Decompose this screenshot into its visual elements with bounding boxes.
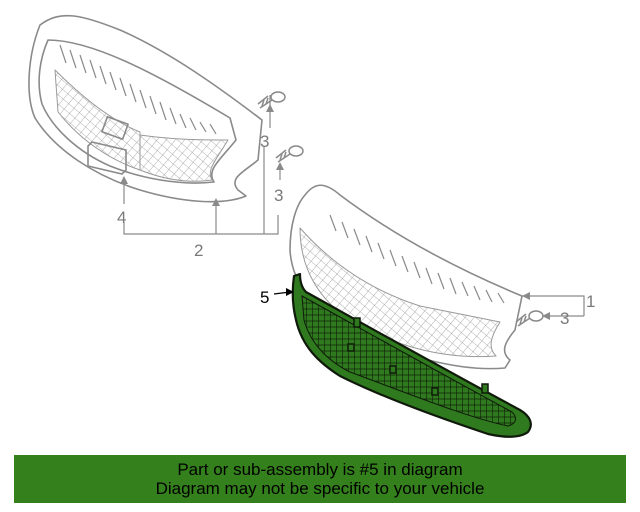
- main-grille-mesh: [299, 227, 501, 358]
- lower-grille-tabs: [347, 317, 489, 396]
- callout-part-3-lower: 3: [560, 309, 569, 328]
- main-grille-outline: [289, 184, 523, 370]
- parts-diagram: 1 2 3 3 3 4 5: [28, 14, 595, 438]
- screw-upper-b: [275, 145, 304, 163]
- screw-lower: [515, 310, 544, 327]
- upper-grille-assembly: [28, 14, 263, 203]
- upper-grille-outline: [28, 14, 263, 203]
- callout-part-2: 2: [194, 241, 203, 260]
- upper-grille-mesh-lower: [139, 134, 229, 182]
- main-grille-assembly: [289, 184, 523, 370]
- bracket-part-4: [87, 141, 127, 175]
- banner-line-disclaimer: Diagram may not be specific to your vehi…: [155, 479, 485, 498]
- callout-part-3-upper-b: 3: [274, 186, 283, 205]
- banner-line-part-number: Part or sub-assembly is #5 in diagram: [177, 460, 463, 479]
- callout-part-5: 5: [260, 288, 269, 307]
- main-grille-slots: [329, 214, 505, 304]
- upper-grille-slots: [59, 44, 217, 135]
- highlight-notice-banner: Part or sub-assembly is #5 in diagram Di…: [14, 455, 626, 503]
- leader-arrowheads: [120, 104, 550, 320]
- screw-upper-a: [257, 91, 286, 109]
- upper-grille-mesh: [54, 69, 141, 171]
- lower-grille-slats: [301, 295, 516, 427]
- leader-part-5: [273, 288, 294, 296]
- callout-part-4: 4: [117, 208, 126, 227]
- upper-grille-inner-edge: [38, 39, 237, 184]
- callout-part-3-upper-a: 3: [260, 132, 269, 151]
- leader-lines: [123, 95, 585, 317]
- callout-part-1: 1: [586, 292, 595, 311]
- upper-grille-emblem-mount: [101, 115, 129, 141]
- lower-grille-part-5: [291, 272, 532, 438]
